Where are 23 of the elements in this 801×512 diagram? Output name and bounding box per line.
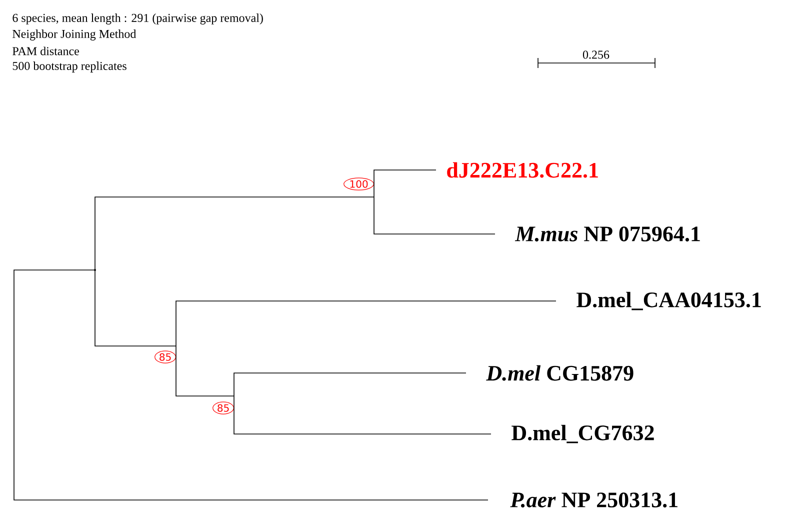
bootstrap-value: 85 — [212, 402, 234, 414]
tree-branch — [374, 196, 496, 234]
method-note: Neighbor Joining Method — [12, 30, 136, 40]
tree-branch — [94, 270, 176, 346]
taxon-label: D.mel_CG7632 — [512, 424, 654, 444]
taxon-label: P.aer NP 250313.1 — [510, 492, 678, 508]
method-note: 6 species, mean length : 291 (pairwise gap removal) — [12, 14, 263, 24]
taxon-label: D.mel CG15879 — [486, 365, 634, 381]
bootstrap-value: 85 — [154, 350, 176, 364]
tree-branch — [374, 170, 436, 198]
taxon-label: D.mel_CAA04153.1 — [576, 292, 761, 310]
bootstrap-value: 100 — [344, 178, 374, 190]
taxon-label: dJ222E13.C22.1 — [447, 162, 598, 178]
tree-branch — [94, 196, 374, 270]
tree-branch — [234, 396, 492, 434]
taxon-label: M.mus NP 075964.1 — [514, 226, 700, 242]
scale-bar: 0.256 — [538, 50, 656, 68]
tree-branch — [14, 270, 488, 500]
tree-branch — [234, 372, 466, 396]
method-note: PAM distance — [12, 46, 79, 56]
method-note: 500 bootstrap replicates — [12, 62, 126, 72]
tree-branch — [176, 300, 556, 346]
tree-branch — [176, 346, 234, 396]
